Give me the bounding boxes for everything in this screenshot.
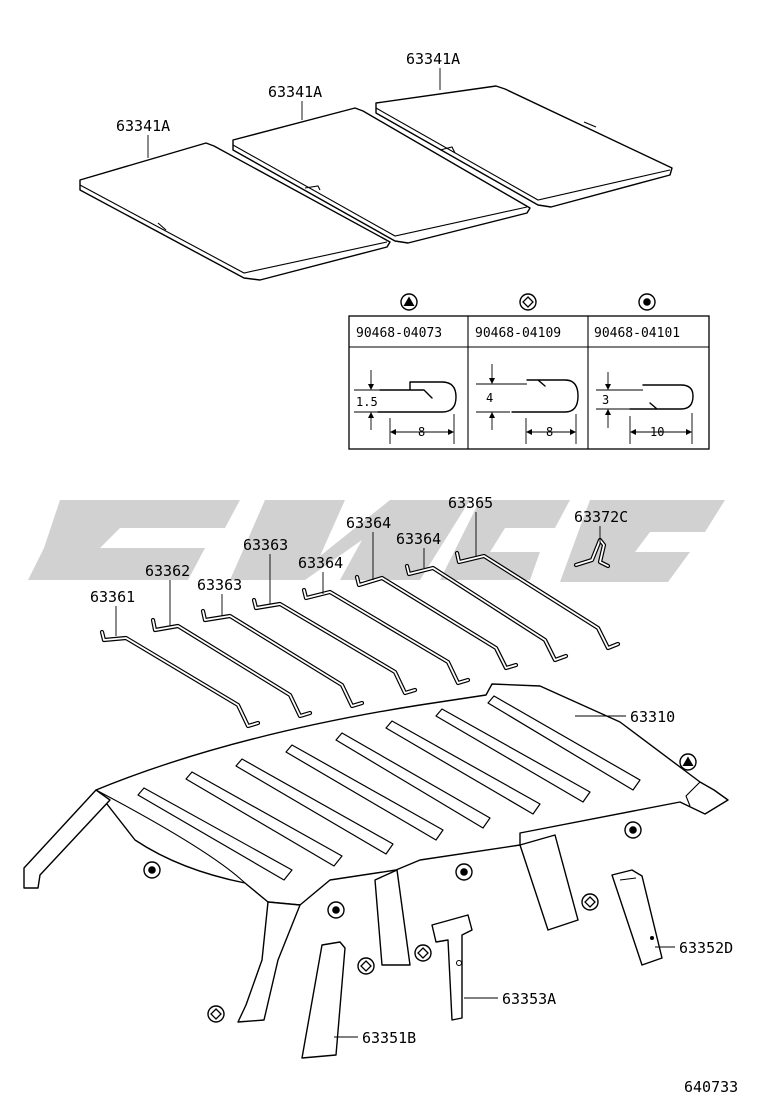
wire-63362 bbox=[150, 617, 313, 719]
wire-63363-a bbox=[200, 608, 365, 709]
mat-label: 63341A bbox=[268, 83, 322, 101]
clip-part-number: 90468-04101 bbox=[594, 326, 680, 341]
pillar-label: 63352D bbox=[679, 939, 733, 957]
mat-panel-middle bbox=[232, 107, 531, 244]
mat-panel-right bbox=[375, 85, 673, 208]
wire-63363-b bbox=[251, 597, 418, 696]
dot-clip-icon bbox=[143, 861, 161, 879]
diamond-clip-icon bbox=[581, 893, 599, 911]
clip-width: 10 bbox=[650, 425, 664, 439]
mat-label: 63341A bbox=[116, 117, 170, 135]
pillar-63351B bbox=[301, 941, 346, 1059]
wire-label: 63372C bbox=[574, 508, 628, 526]
diamond-clip-icon bbox=[357, 957, 375, 975]
diamond-clip-icon bbox=[414, 944, 432, 962]
clip-table: 90468-04073 90468-04109 90468-04101 1.5 … bbox=[348, 293, 710, 450]
dot-clip-icon bbox=[327, 901, 345, 919]
wire-labels: 63361 63362 63363 63363 63364 63364 6336… bbox=[90, 494, 628, 636]
clip-part-number: 90468-04073 bbox=[356, 326, 442, 341]
clip-width: 8 bbox=[546, 425, 553, 439]
wire-63361 bbox=[99, 629, 261, 729]
wire-label: 63365 bbox=[448, 494, 493, 512]
diamond-clip-icon bbox=[207, 1005, 225, 1023]
pillar-63352D bbox=[611, 869, 663, 966]
clip-height: 3 bbox=[602, 393, 609, 407]
wire-label: 63363 bbox=[243, 536, 288, 554]
diamond-symbol bbox=[519, 293, 537, 311]
wire-label: 63362 bbox=[145, 562, 190, 580]
part-labels: 63310 63351B 63353A 63352D bbox=[334, 708, 733, 1047]
pillar-label: 63351B bbox=[362, 1029, 416, 1047]
wire-label: 63364 bbox=[396, 530, 441, 548]
diagram-id: 640733 bbox=[684, 1078, 738, 1096]
pillar-pieces bbox=[237, 834, 663, 1059]
clip-part-number: 90468-04109 bbox=[475, 326, 561, 341]
clip-height: 1.5 bbox=[356, 395, 378, 409]
headliner-label: 63310 bbox=[630, 708, 675, 726]
triangle-symbol bbox=[400, 293, 418, 311]
wire-label: 63363 bbox=[197, 576, 242, 594]
mat-labels: 63341A 63341A 63341A bbox=[116, 50, 460, 158]
pillar-piece bbox=[374, 869, 411, 966]
dot-clip-icon bbox=[455, 863, 473, 881]
mat-label: 63341A bbox=[406, 50, 460, 68]
wire-label: 63364 bbox=[298, 554, 343, 572]
dot-clip-icon bbox=[624, 821, 642, 839]
pillar-label: 63353A bbox=[502, 990, 556, 1008]
wire-63364-c bbox=[404, 563, 569, 663]
headliner-grooves bbox=[137, 695, 641, 881]
pillar-63353A bbox=[431, 914, 473, 1021]
clip-drawing-3: 3 10 bbox=[596, 372, 694, 444]
clip-drawing-1: 1.5 8 bbox=[354, 370, 457, 444]
pillar-piece bbox=[237, 901, 301, 1023]
clip-width: 8 bbox=[418, 425, 425, 439]
dot-symbol bbox=[638, 293, 656, 311]
mat-panel-left bbox=[79, 142, 391, 281]
clip-height: 4 bbox=[486, 391, 493, 405]
wire-63364-b bbox=[354, 574, 519, 671]
wire-label: 63361 bbox=[90, 588, 135, 606]
pillar-piece bbox=[519, 834, 579, 931]
wire-63372C bbox=[573, 537, 611, 569]
wire-63365 bbox=[454, 550, 621, 651]
clip-drawing-2: 4 8 bbox=[476, 364, 579, 444]
mat-panels bbox=[79, 85, 673, 281]
triangle-clip-icon bbox=[679, 753, 697, 771]
wire-label: 63364 bbox=[346, 514, 391, 532]
wire-63364-a bbox=[301, 587, 471, 686]
support-wires bbox=[99, 537, 621, 729]
